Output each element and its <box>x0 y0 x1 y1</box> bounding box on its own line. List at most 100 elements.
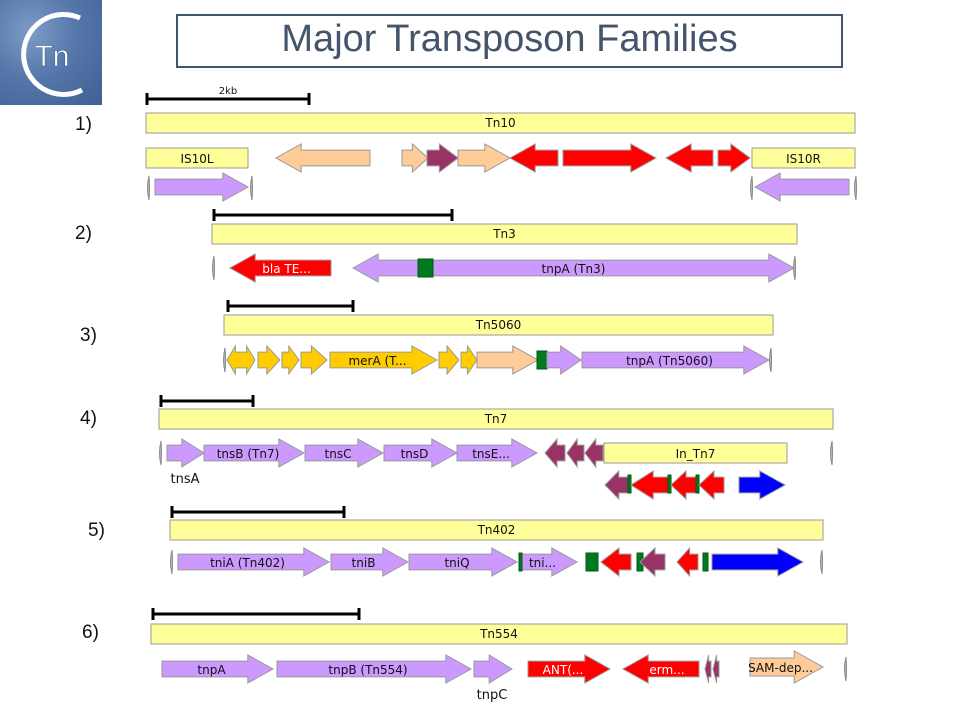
feature-tniq[interactable]: tniQ <box>408 547 519 577</box>
feature-red-arrow[interactable] <box>600 546 632 578</box>
feature-is10l[interactable]: IS10L <box>145 147 249 169</box>
feature-gold-arrow[interactable] <box>300 344 328 376</box>
feature-maroon-arrow[interactable] <box>639 546 666 578</box>
feature-green-box[interactable] <box>518 552 523 572</box>
feature-is10r[interactable]: IS10R <box>751 147 856 169</box>
feature-gold-arrow[interactable] <box>460 344 478 376</box>
feature-sam-dep[interactable]: SAM-dep... <box>748 650 825 684</box>
inverted-repeat-marker <box>820 549 823 575</box>
feature-arrow <box>698 469 725 501</box>
feature-red-arrow[interactable] <box>670 469 697 501</box>
feature-gold-arrow[interactable] <box>257 344 281 376</box>
transposon-name: Tn7 <box>484 412 508 426</box>
feature-ant[interactable]: ANT(... <box>527 654 612 684</box>
feature-tnsd[interactable]: tnsD <box>383 438 459 468</box>
feature-arrow <box>300 344 328 376</box>
feature-green-box[interactable] <box>702 552 709 572</box>
feature-arrow <box>383 438 459 468</box>
transposon-bar[interactable] <box>211 223 798 245</box>
feature-arrow <box>226 344 256 376</box>
feature-erm[interactable]: erm... <box>621 654 700 684</box>
feature-tnpa-tn5060[interactable]: tnpA (Tn5060) <box>581 345 771 375</box>
feature-maroon-arrow[interactable] <box>544 437 566 469</box>
feature-purple_light-arrow[interactable] <box>154 172 250 202</box>
family-number: 5) <box>88 520 105 541</box>
feature-green-box[interactable] <box>627 474 632 494</box>
scale-bar-label: 2kb <box>219 86 238 97</box>
feature-maroon-arrow[interactable] <box>704 654 712 684</box>
feature-purple_light-arrow[interactable] <box>753 172 850 202</box>
feature-in-tn7[interactable]: In_Tn7 <box>603 442 788 464</box>
feature-label: tnsE... <box>472 447 510 461</box>
feature-tnpa[interactable]: tnpA <box>161 654 275 684</box>
transposon-bar[interactable] <box>158 408 834 430</box>
transposon-bar[interactable] <box>223 314 774 336</box>
feature-tni[interactable]: tni... <box>519 547 579 577</box>
inverted-repeat-marker <box>769 347 772 373</box>
feature-arrow <box>749 650 825 684</box>
feature-maroon-arrow[interactable] <box>712 654 720 684</box>
feature-tnpb-tn554[interactable]: tnpB (Tn554) <box>276 654 473 684</box>
transposon-bar[interactable] <box>150 623 848 645</box>
feature-bla-te[interactable]: bla TE... <box>228 253 332 283</box>
inverted-repeat-marker <box>844 656 847 682</box>
feature-purple_light-arrow[interactable]: tnsA <box>166 438 205 487</box>
feature-gold-arrow[interactable] <box>226 344 256 376</box>
feature-red-arrow[interactable] <box>717 143 751 173</box>
feature-blue-arrow[interactable] <box>738 470 787 500</box>
inverted-repeat-marker <box>159 440 162 466</box>
feature-arrow <box>329 345 439 375</box>
scale-bar <box>151 608 361 620</box>
feature-green-box[interactable] <box>585 552 599 572</box>
feature-red-arrow[interactable] <box>698 469 725 501</box>
feature-label: tnpA <box>197 663 226 677</box>
feature-peach-arrow[interactable] <box>274 143 371 173</box>
feature-box <box>536 350 548 370</box>
feature-peach-arrow[interactable] <box>401 142 429 174</box>
feature-mera-t[interactable]: merA (T... <box>329 345 439 375</box>
feature-arrow <box>676 546 699 578</box>
feature-tnpa-tn3[interactable]: tnpA (Tn3) <box>351 253 796 283</box>
feature-arrow <box>330 547 410 577</box>
scale-bar <box>226 300 355 312</box>
feature-tnib[interactable]: tniB <box>330 547 410 577</box>
transposon-bar[interactable] <box>145 112 856 134</box>
feature-green-box[interactable] <box>695 474 700 494</box>
feature-purple_light-arrow[interactable]: tnpC <box>473 654 513 703</box>
feature-blue-arrow[interactable] <box>711 547 805 577</box>
feature-maroon-arrow[interactable] <box>566 437 585 469</box>
feature-box <box>627 474 632 494</box>
feature-red-arrow[interactable] <box>676 546 699 578</box>
transposon-bar[interactable] <box>169 519 824 541</box>
family-number: 6) <box>82 622 99 643</box>
feature-peach-arrow[interactable] <box>457 143 512 173</box>
feature-purple_light-arrow[interactable] <box>546 345 582 375</box>
feature-maroon-arrow[interactable] <box>426 142 459 174</box>
feature-red-arrow[interactable] <box>562 143 658 173</box>
feature-tnsc[interactable]: tnsC <box>304 438 385 468</box>
feature-maroon-arrow[interactable] <box>584 437 604 469</box>
feature-green-box[interactable] <box>667 474 672 494</box>
feature-gold-arrow[interactable] <box>438 344 460 376</box>
feature-peach-arrow[interactable] <box>476 345 540 375</box>
feature-arrow <box>161 654 275 684</box>
feature-arrow <box>566 437 585 469</box>
feature-label: IS10L <box>180 152 213 166</box>
feature-tnia-tn402[interactable]: tniA (Tn402) <box>177 547 331 577</box>
logo-c-icon: Tn <box>21 12 84 97</box>
feature-red-arrow[interactable] <box>664 143 714 173</box>
feature-arrow <box>717 143 751 173</box>
feature-tnsb-tn7[interactable]: tnsB (Tn7) <box>203 438 306 468</box>
feature-green-box[interactable] <box>417 258 434 278</box>
feature-maroon-arrow[interactable] <box>604 469 629 501</box>
feature-label: tnpA (Tn3) <box>542 262 606 276</box>
feature-red-arrow[interactable] <box>630 470 669 500</box>
feature-arrow <box>351 253 796 283</box>
feature-tnse[interactable]: tnsE... <box>456 438 539 468</box>
feature-arrow <box>460 344 478 376</box>
feature-green-box[interactable] <box>536 350 548 370</box>
feature-red-arrow[interactable] <box>508 143 559 173</box>
feature-gold-arrow[interactable] <box>281 344 300 376</box>
